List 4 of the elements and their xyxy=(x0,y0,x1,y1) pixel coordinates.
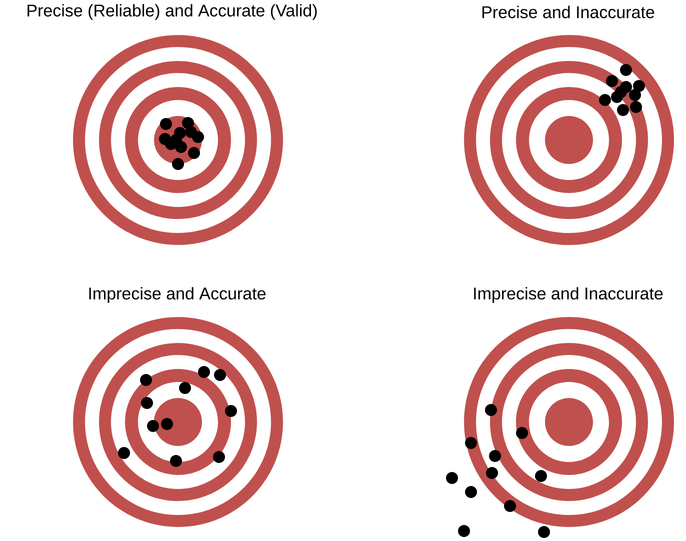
panel-title: Precise (Reliable) and Accurate (Valid) xyxy=(28,4,317,20)
panel-title: Imprecise and Inaccurate xyxy=(474,287,663,303)
panel-title: Precise and Inaccurate xyxy=(482,6,654,18)
panel-title: Imprecise and Accurate xyxy=(89,287,266,303)
